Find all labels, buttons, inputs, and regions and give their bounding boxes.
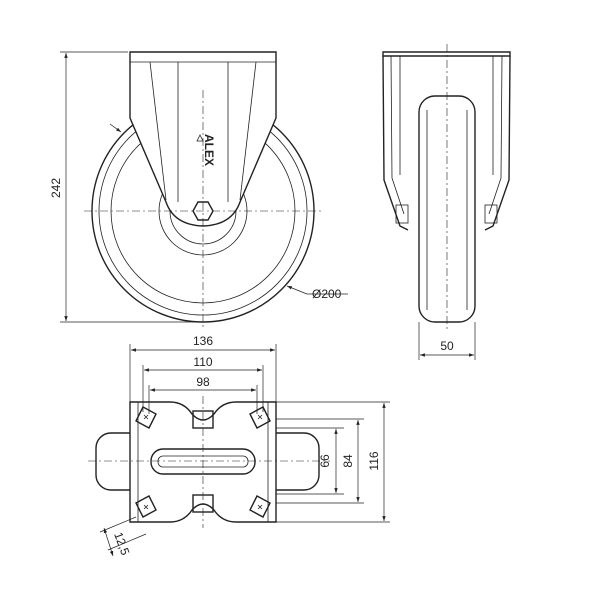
mounting-hole-bottom-left — [135, 495, 157, 518]
plate-depth-label: 116 — [367, 451, 381, 470]
outer-hole-spacing-label: 110 — [193, 355, 212, 369]
axle-boss-right — [484, 204, 498, 224]
fork-edge-right — [239, 61, 257, 201]
fork-edge-left — [149, 61, 167, 201]
side-fork-right-outer — [484, 55, 511, 231]
wheel-width-label: 50 — [440, 339, 454, 353]
mounting-hole-top-right — [249, 406, 271, 429]
mounting-hole-bottom-right — [249, 495, 271, 518]
tread-leader-arrow — [109, 123, 122, 133]
mounting-hole-top-left — [135, 406, 157, 429]
side-fork-left-outer — [382, 55, 409, 231]
side-top-plate — [382, 51, 511, 57]
hole-extension-1 — [99, 516, 137, 533]
height-dimension-label: 242 — [49, 178, 63, 198]
slot66-label: 66 — [318, 454, 332, 468]
axle-boss-left — [395, 204, 409, 224]
diameter-leader-line — [286, 285, 308, 295]
brand-logo: ALEX — [202, 134, 216, 166]
front-view: ALEX 242 Ø200 — [49, 51, 348, 328]
slot84-label: 84 — [341, 454, 355, 468]
top-view: 136 110 98 66 84 116 12,5 — [88, 334, 390, 557]
hole-dimension-line — [103, 527, 114, 557]
hole-diameter-label: 12,5 — [111, 530, 132, 557]
side-fork-right-inner — [488, 55, 503, 215]
plate-width-label: 136 — [193, 334, 213, 348]
hole-extension-2 — [107, 533, 147, 551]
side-view: 50 — [382, 44, 511, 360]
logo-arrow — [196, 134, 204, 142]
wheel-diameter-label: Ø200 — [312, 287, 342, 301]
inner-hole-spacing-label: 98 — [196, 375, 210, 389]
side-fork-left-inner — [390, 55, 405, 215]
